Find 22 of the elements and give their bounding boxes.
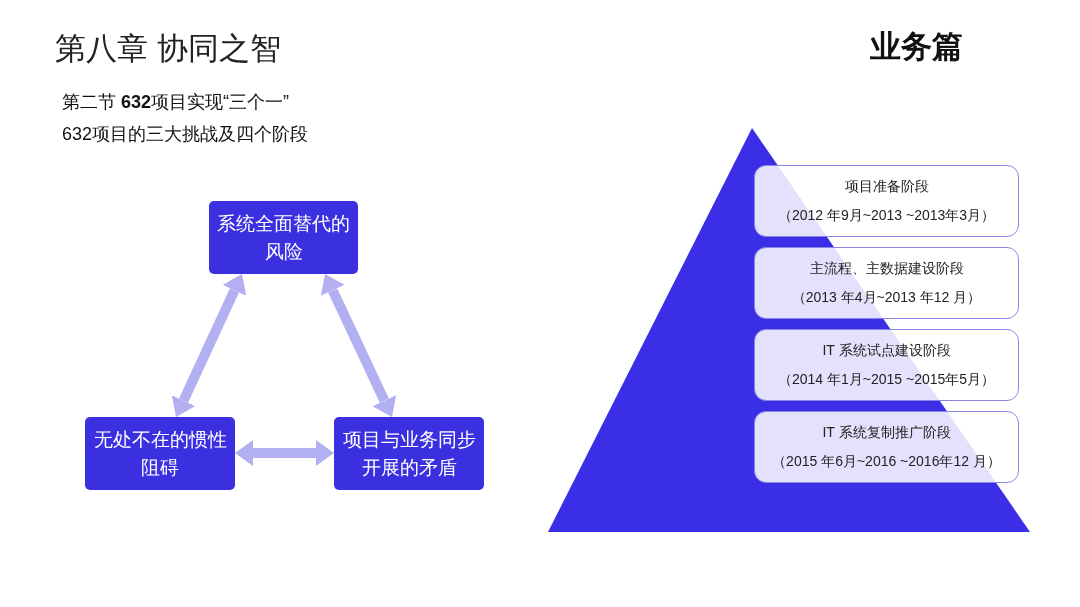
subtitle: 632项目的三大挑战及四个阶段 xyxy=(62,123,309,146)
challenge-box: 项目与业务同步开展的矛盾 xyxy=(334,417,484,490)
date-range: （2014 年1月~2015 ~2015年5月） xyxy=(777,370,996,389)
stage-name: 项目准备阶段 xyxy=(844,177,929,196)
double-arrow xyxy=(171,274,247,417)
stage-name: IT 系统复制推广阶段 xyxy=(822,423,951,442)
stage-box xyxy=(754,411,1019,483)
subtitle: 第二节 632项目实现“三个一” xyxy=(62,91,290,114)
stage-name: 主流程、主数据建设阶段 xyxy=(809,259,964,278)
date-range: （2012 年9月~2013 ~2013年3月） xyxy=(777,206,996,225)
section-heading: 业务篇 xyxy=(870,28,963,66)
stage-box xyxy=(754,165,1019,237)
date-range: （2013 年4月~2013 年12 月） xyxy=(791,288,982,307)
date-range: （2015 年6月~2016 ~2016年12 月） xyxy=(772,452,1001,471)
stage-box xyxy=(754,247,1019,319)
challenge-box: 无处不在的惯性阻碍 xyxy=(85,417,235,490)
stage-name: IT 系统试点建设阶段 xyxy=(822,341,951,360)
double-arrow xyxy=(320,274,397,417)
title: 第八章 协同之智 xyxy=(55,30,281,68)
stage-box xyxy=(754,329,1019,401)
challenge-box: 系统全面替代的风险 xyxy=(209,201,358,274)
double-arrow xyxy=(235,440,334,466)
